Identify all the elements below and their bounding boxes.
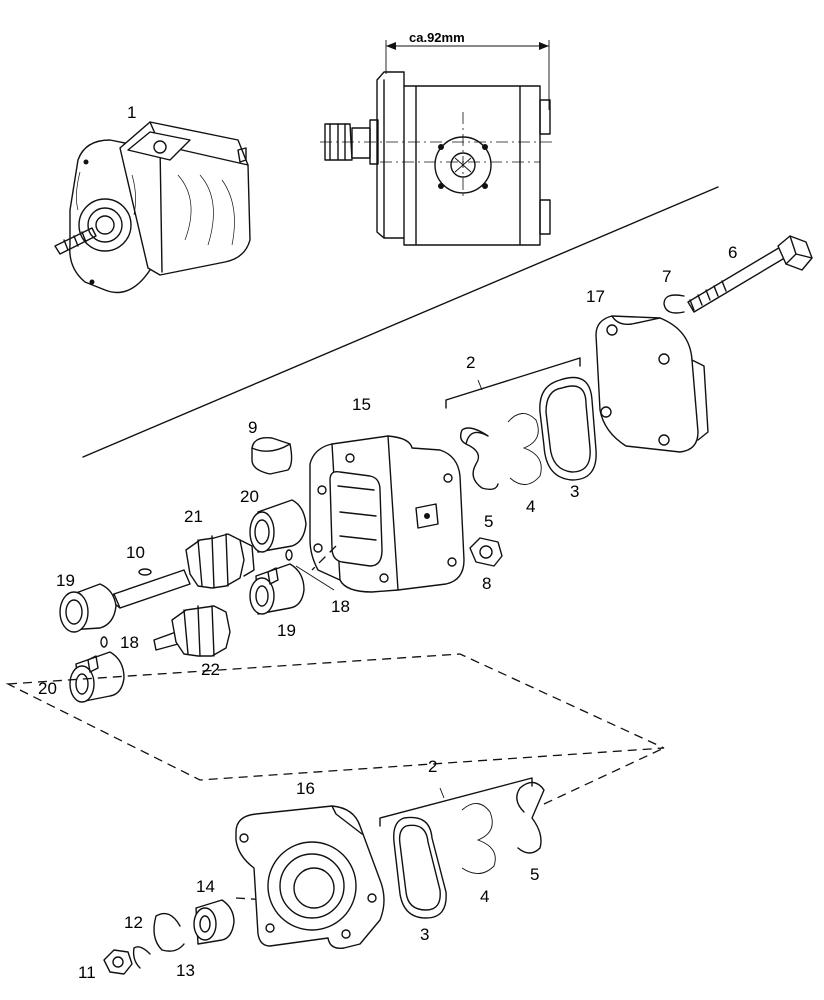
bushing-20-upper	[249, 499, 307, 553]
part-label-17: 17	[586, 287, 605, 306]
mounting-flange-16	[235, 805, 385, 949]
part-labels: 1 2 3 4 5 6 7 8 9 10 15 17 18 18 19 19 2…	[38, 103, 737, 982]
circlip-12	[132, 946, 151, 969]
seal-set-bracket-upper	[445, 357, 581, 409]
bushing-20-lower	[69, 651, 125, 703]
part-label-9: 9	[248, 418, 257, 437]
part-label-6: 6	[728, 243, 737, 262]
part-label-5-upper: 5	[484, 512, 493, 531]
key-10	[138, 568, 152, 576]
part-label-1: 1	[127, 103, 136, 122]
washer-7	[663, 294, 685, 314]
part-label-11: 11	[78, 963, 96, 982]
nut-8	[469, 537, 503, 567]
bolt-6	[687, 235, 813, 313]
leader-18	[295, 565, 335, 591]
part-label-5-lower: 5	[530, 865, 539, 884]
pump-assembly-perspective	[54, 121, 251, 294]
c-ring-5-lower	[516, 781, 545, 854]
part-label-4-lower: 4	[480, 887, 489, 906]
part-label-18-right: 18	[331, 597, 350, 616]
part-label-2-lower: 2	[428, 757, 437, 776]
driven-gear-22	[153, 605, 231, 657]
part-label-8: 8	[482, 574, 491, 593]
part-label-14: 14	[196, 877, 215, 896]
part-label-7: 7	[662, 267, 671, 286]
end-cover-17	[595, 315, 709, 453]
pin-18-lower	[100, 636, 108, 648]
seal-4-lower	[461, 803, 496, 874]
oval-seal-3-lower	[393, 816, 447, 919]
part-label-18-left: 18	[120, 633, 139, 652]
part-label-19-right: 19	[277, 621, 296, 640]
bearing-14	[193, 899, 235, 945]
pump-body-15	[309, 435, 465, 593]
part-label-3-lower: 3	[420, 925, 429, 944]
circlip-13	[153, 912, 185, 952]
bushing-19-left	[59, 583, 117, 633]
part-label-21: 21	[184, 507, 203, 526]
separator-line	[82, 186, 719, 458]
plug-9	[251, 437, 293, 475]
dimension-label: ca.92mm	[409, 30, 465, 45]
part-label-22: 22	[201, 660, 220, 679]
part-label-10: 10	[126, 543, 145, 562]
assembly-path-dashed	[5, 545, 665, 901]
part-label-19-left: 19	[56, 571, 75, 590]
part-label-12: 12	[124, 913, 143, 932]
part-label-3-upper: 3	[570, 482, 579, 501]
c-ring-5-upper	[459, 427, 499, 491]
seal-4-upper	[507, 413, 542, 485]
part-label-4-upper: 4	[526, 497, 535, 516]
pump-side-view-drawing: ca.92mm	[320, 30, 555, 246]
bushing-19-right	[249, 563, 305, 615]
oval-seal-3-upper	[539, 376, 597, 481]
part-label-2-upper: 2	[466, 353, 475, 372]
part-label-20-upper: 20	[240, 487, 259, 506]
part-label-15: 15	[352, 395, 371, 414]
part-label-13: 13	[176, 961, 195, 980]
part-label-20-lower: 20	[38, 679, 57, 698]
part-label-16: 16	[296, 779, 315, 798]
pin-18-upper	[285, 549, 293, 561]
nut-11	[103, 949, 133, 975]
